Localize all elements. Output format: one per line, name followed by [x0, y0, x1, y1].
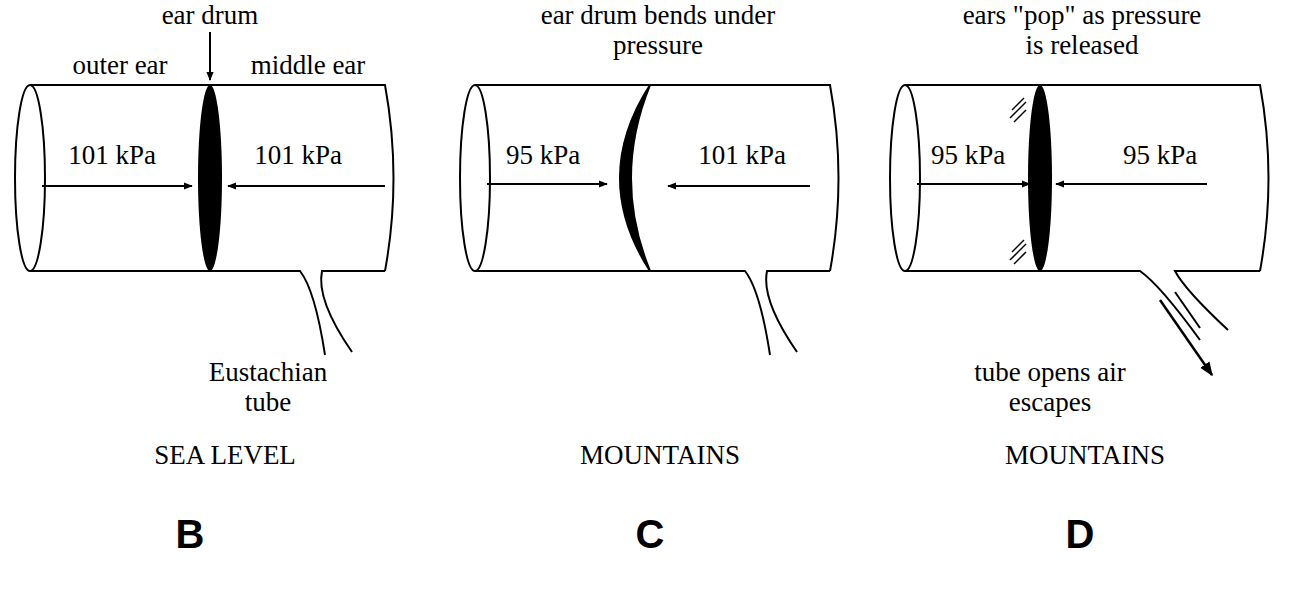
ear-drum — [1028, 85, 1052, 271]
part-label: ear drum — [110, 0, 310, 30]
panel-letter: C — [615, 512, 685, 556]
pressure-value: 95 kPa — [898, 140, 1038, 170]
location-caption: SEA LEVEL — [95, 440, 355, 470]
pressure-arrow — [917, 183, 1030, 185]
pointer-arrow — [209, 32, 211, 80]
location-caption: MOUNTAINS — [955, 440, 1215, 470]
location-caption: MOUNTAINS — [530, 440, 790, 470]
note-label: tube opens air escapes — [970, 357, 1130, 417]
ear-tube — [460, 85, 839, 355]
ear-drum — [198, 85, 222, 271]
ear-tube — [890, 85, 1269, 340]
pressure-value: 95 kPa — [473, 140, 613, 170]
pressure-value: 101 kPa — [37, 140, 187, 170]
ear-tube — [15, 85, 394, 355]
note-label: ear drum bends under pressure — [528, 0, 788, 60]
pressure-arrow — [228, 185, 385, 187]
ear-drum-bent — [620, 85, 650, 271]
pressure-arrow — [1056, 183, 1207, 185]
part-label: outer ear — [35, 50, 205, 80]
pressure-value: 101 kPa — [667, 140, 817, 170]
part-label: Eustachian tube — [198, 357, 338, 417]
pressure-value: 95 kPa — [1090, 140, 1230, 170]
pressure-arrow — [668, 185, 810, 187]
note-label: ears "pop" as pressure is released — [951, 0, 1213, 60]
pressure-value: 101 kPa — [223, 140, 373, 170]
part-label: middle ear — [223, 50, 393, 80]
panel-letter: B — [155, 512, 225, 556]
pressure-arrow — [42, 185, 192, 187]
pressure-arrow — [487, 183, 607, 185]
air-escape-arrow — [1160, 300, 1212, 375]
panel-letter: D — [1045, 512, 1115, 556]
motion-line — [1175, 292, 1200, 328]
motion-lines — [1010, 98, 1026, 264]
